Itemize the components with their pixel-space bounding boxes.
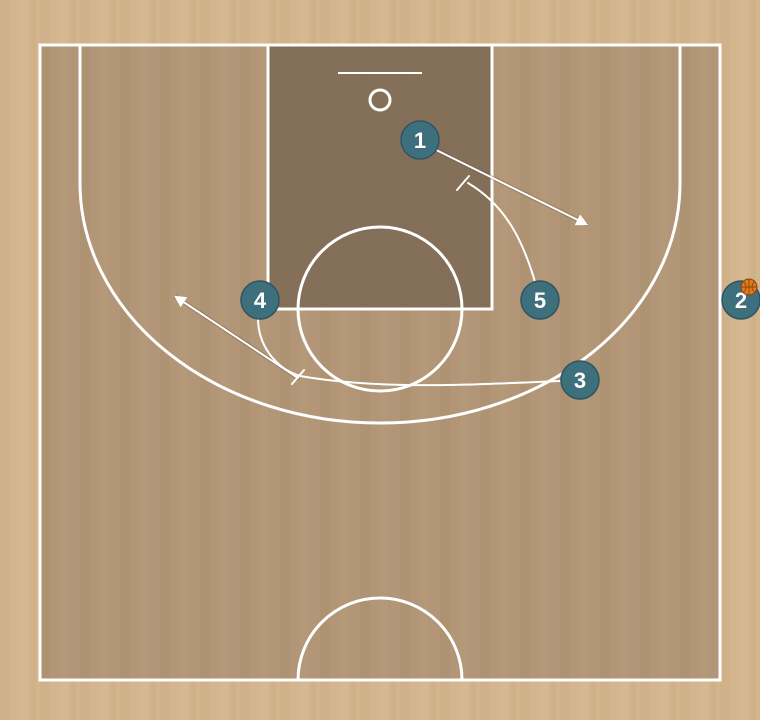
player-1-label: 1	[414, 128, 426, 153]
player-3-screen-path	[257, 317, 581, 387]
player-3-label: 3	[574, 368, 586, 393]
player-4[interactable]: 4	[240, 280, 280, 320]
player-5[interactable]: 5	[520, 280, 560, 320]
player-1-cut-path	[419, 141, 589, 226]
player-5-label: 5	[534, 288, 546, 313]
court-lines	[38, 43, 722, 682]
player-3-screen-bar	[291, 369, 305, 385]
player-2-label: 2	[735, 288, 747, 313]
three-point-line	[78, 45, 682, 425]
player-5-screen-path	[467, 182, 541, 301]
player-5-screen-bar	[456, 175, 470, 191]
player-3[interactable]: 3	[560, 360, 600, 400]
hoop	[368, 88, 392, 112]
paint-area	[268, 45, 492, 309]
free-throw-circle	[296, 225, 464, 393]
play-paths	[174, 140, 589, 387]
player-4-label: 4	[254, 288, 267, 313]
basketball-icon	[740, 278, 758, 296]
center-circle	[296, 596, 464, 681]
player-2[interactable]: 2	[721, 278, 760, 320]
player-1[interactable]: 1	[400, 120, 440, 160]
